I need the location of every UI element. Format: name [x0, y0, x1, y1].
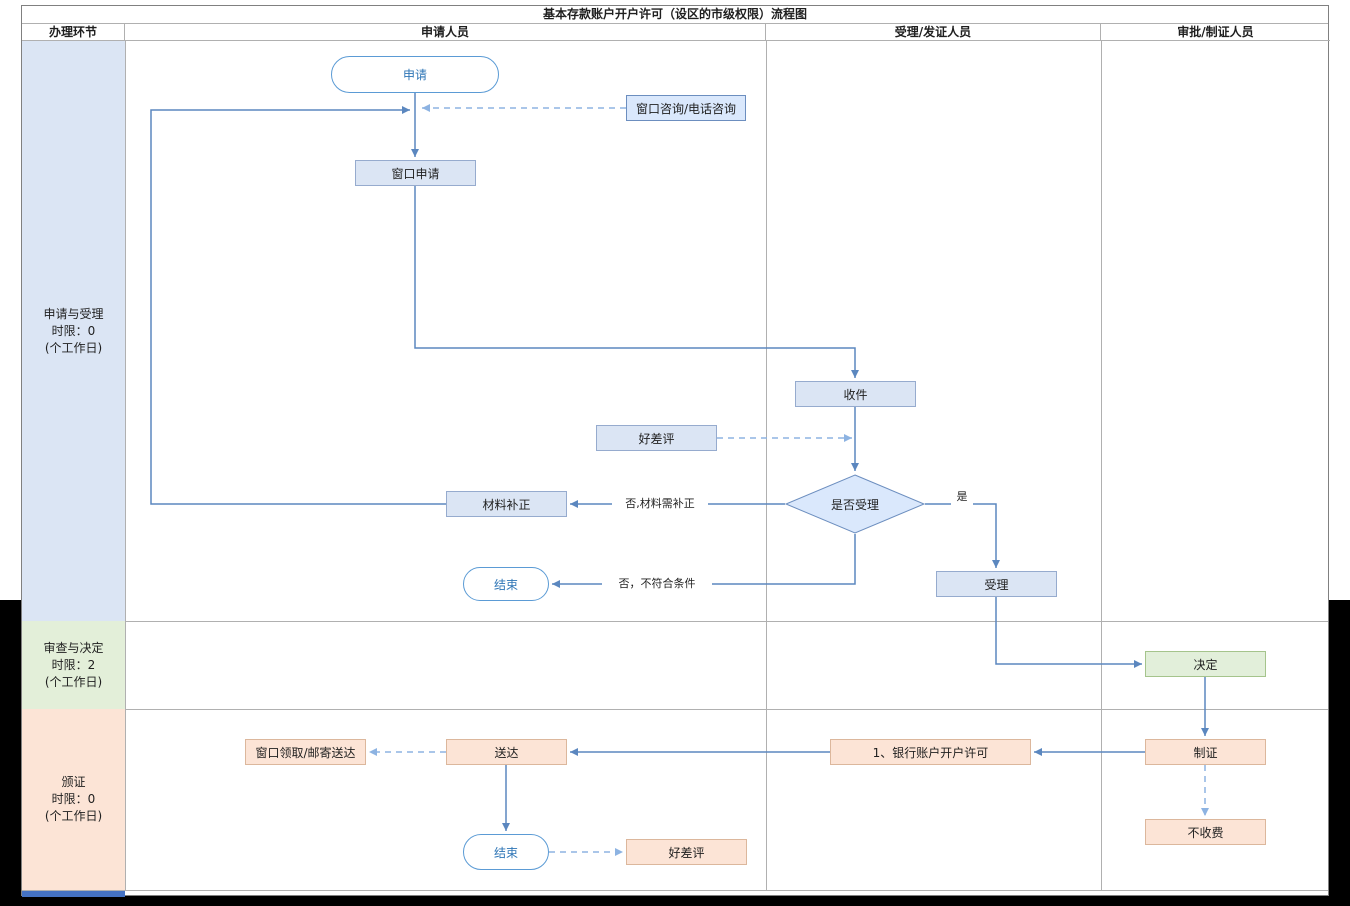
column-header-acceptor: 受理/发证人员 [766, 23, 1101, 41]
grid-line [22, 621, 1328, 622]
lane-name: 颁证 [61, 775, 86, 789]
bottom-blue-strip [22, 891, 125, 897]
grid-line [125, 41, 126, 890]
lane-limit: 时限：0 [51, 323, 96, 338]
node-end-1: 结束 [463, 567, 549, 601]
node-rating-1: 好差评 [596, 425, 717, 451]
lane-unit: (个工作日) [44, 674, 103, 689]
lane-limit: 时限：2 [51, 657, 96, 672]
node-apply-start: 申请 [331, 56, 499, 93]
column-header-applicant: 申请人员 [125, 23, 766, 41]
edge-label-yes: 是 [951, 489, 973, 505]
node-end-2: 结束 [463, 834, 549, 870]
column-header-approver: 审批/制证人员 [1101, 23, 1330, 41]
grid-line [1101, 41, 1102, 890]
lane-unit: (个工作日) [44, 809, 103, 823]
node-consult-note: 窗口咨询/电话咨询 [626, 95, 746, 121]
edge-label-no-fix: 否,材料需补正 [612, 496, 708, 512]
grid-line [766, 41, 767, 890]
node-make-cert: 制证 [1145, 739, 1266, 765]
node-accept: 受理 [936, 571, 1057, 597]
grid-line [22, 709, 1328, 710]
node-permit-doc: 1、银行账户开户许可 [830, 739, 1031, 765]
node-decide: 决定 [1145, 651, 1266, 677]
lane-label-review-decide: 审查与决定 时限：2 (个工作日) [22, 621, 125, 709]
node-deliver: 送达 [446, 739, 567, 765]
node-receive: 收件 [795, 381, 916, 407]
node-rating-2: 好差评 [626, 839, 747, 865]
node-accept-decision: 是否受理 [785, 474, 925, 534]
lane-name: 申请与受理 [43, 306, 104, 321]
node-no-fee: 不收费 [1145, 819, 1266, 845]
lane-name: 审查与决定 [43, 640, 104, 655]
node-window-apply: 窗口申请 [355, 160, 476, 186]
lane-label-issue: 颁证 时限：0 (个工作日) [22, 709, 125, 890]
lane-label-apply-accept: 申请与受理 时限：0 (个工作日) [22, 41, 125, 621]
diamond-shape [785, 474, 925, 534]
node-material-fix: 材料补正 [446, 491, 567, 517]
lane-unit: (个工作日) [44, 340, 103, 355]
node-pickup-note: 窗口领取/邮寄送达 [245, 739, 366, 765]
diamond-label: 是否受理 [830, 497, 879, 512]
edge-label-no-reject: 否，不符合条件 [602, 576, 712, 592]
lane-limit: 时限：0 [51, 792, 96, 806]
chart-title: 基本存款账户开户许可（设区的市级权限）流程图 [22, 6, 1328, 24]
column-header-stage: 办理环节 [22, 23, 125, 41]
grid-line [22, 890, 1328, 891]
